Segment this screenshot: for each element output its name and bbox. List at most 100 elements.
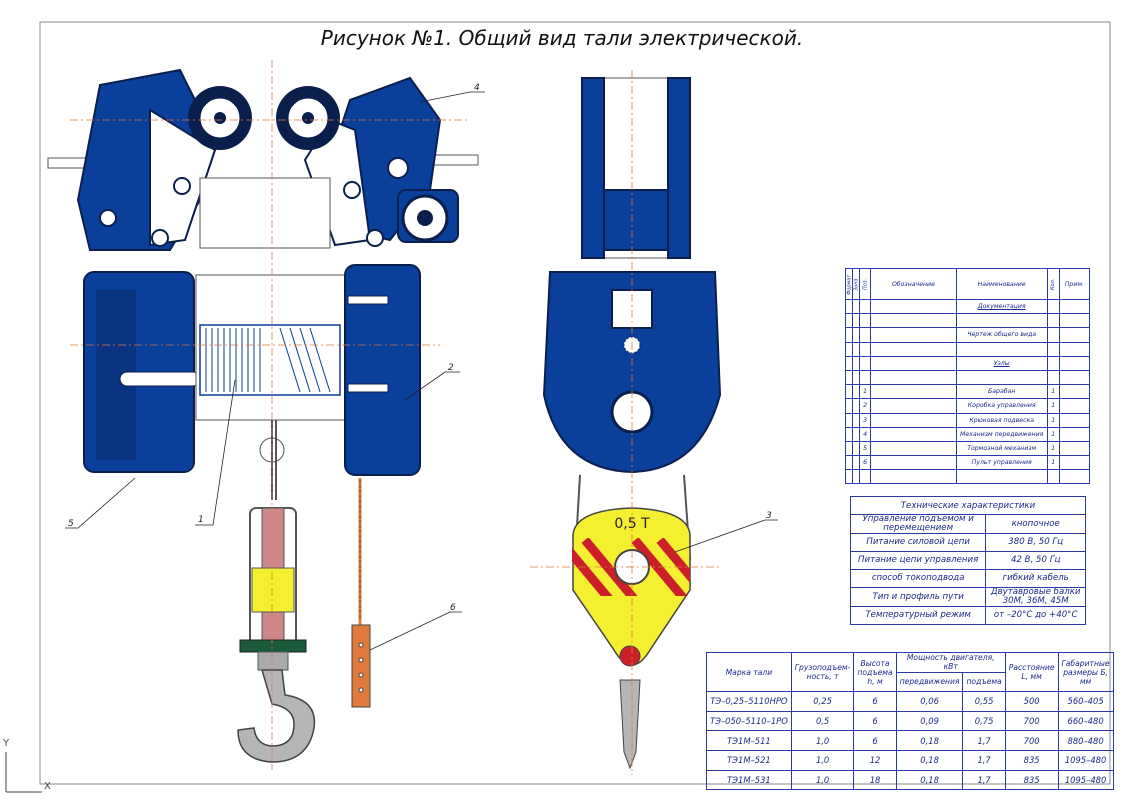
spec-cell-name bbox=[955, 341, 1048, 357]
side-motor bbox=[603, 189, 669, 251]
callout-1: 1 bbox=[198, 515, 204, 525]
spec-cell-qty: 1 bbox=[1046, 426, 1060, 442]
model-cell: 1,7 bbox=[962, 730, 1006, 751]
model-table: Марка тали Грузоподъем-ность, т Высота п… bbox=[706, 651, 1114, 791]
tech-table: Технические характеристики Управление по… bbox=[849, 496, 1086, 625]
side-hook bbox=[619, 679, 641, 770]
model-cell: 1,0 bbox=[790, 749, 855, 771]
pendant-control bbox=[351, 624, 371, 708]
spec-cell-qty bbox=[1046, 341, 1060, 357]
model-cell: 0,06 bbox=[895, 691, 964, 712]
tech-value: кнопочное bbox=[985, 514, 1086, 534]
hook bbox=[237, 669, 316, 763]
spec-cell-qty bbox=[1046, 469, 1060, 485]
tech-value: от –20°С до +40°С bbox=[985, 606, 1086, 625]
spec-cell-pos: 1 bbox=[859, 384, 872, 400]
model-cell: ТЭ1М–511 bbox=[706, 730, 792, 751]
spec-cell-pos bbox=[859, 355, 872, 371]
spec-cell-name: Пульт управления bbox=[955, 455, 1048, 471]
tech-param: Питание силовой цепи bbox=[849, 533, 987, 552]
spec-cell-name: Коробка управления bbox=[955, 398, 1048, 414]
coordinate-axes bbox=[5, 752, 42, 793]
model-cell: 1,0 bbox=[790, 730, 855, 751]
spec-cell-qty bbox=[1046, 327, 1060, 343]
spec-cell-pos bbox=[859, 313, 872, 329]
sheet-frame bbox=[39, 21, 1111, 785]
spec-cell-qty: 1 bbox=[1046, 440, 1060, 457]
model-cell: 0,18 bbox=[895, 749, 964, 771]
model-header-height: Высота подъема h, м bbox=[853, 651, 897, 693]
spec-cell-qty: 1 bbox=[1046, 384, 1060, 400]
model-cell: 1,7 bbox=[962, 769, 1006, 791]
model-header-distance: Расстояние L, мм bbox=[1004, 651, 1059, 693]
model-header-capacity: Грузоподъем-ность, т bbox=[790, 651, 855, 693]
spec-cell-name: Барабан bbox=[955, 384, 1048, 400]
model-cell: 18 bbox=[853, 769, 897, 791]
axis-y-label: Y bbox=[3, 738, 10, 749]
spec-cell-pos bbox=[859, 369, 872, 386]
spec-cell-pos bbox=[859, 327, 872, 343]
spec-cell-pos bbox=[859, 469, 872, 485]
spec-cell-name bbox=[955, 369, 1048, 386]
hook-block-guard bbox=[251, 567, 295, 613]
model-cell: ТЭ1М–531 bbox=[706, 769, 792, 791]
model-cell: 6 bbox=[853, 710, 897, 732]
model-cell: ТЭ–050–5110–1РО bbox=[706, 710, 792, 732]
model-cell: 700 bbox=[1004, 730, 1059, 751]
spec-cell-qty: 1 bbox=[1046, 398, 1060, 414]
callout-6: 6 bbox=[450, 603, 456, 613]
control-box bbox=[344, 264, 421, 476]
spec-cell-name: Узлы bbox=[955, 355, 1048, 371]
callout-3: 3 bbox=[766, 511, 772, 521]
model-header-dimensions: Габаритные размеры Б, мм bbox=[1057, 651, 1114, 693]
tech-value: гибкий кабель bbox=[985, 569, 1086, 588]
callout-5: 5 bbox=[68, 519, 74, 529]
tech-value: 380 В, 50 Гц bbox=[985, 533, 1086, 552]
spec-row: Документация bbox=[844, 298, 1091, 315]
spec-row: Чертеж общего вида bbox=[844, 327, 1091, 343]
axis-x-label: X bbox=[44, 781, 51, 792]
model-cell: ТЭ1М–521 bbox=[706, 749, 792, 771]
tech-param: Температурный режим bbox=[849, 606, 987, 625]
model-cell: 700 bbox=[1004, 710, 1059, 732]
spec-cell-name: Тормозной механизм bbox=[955, 440, 1048, 457]
spec-cell-pos: 3 bbox=[859, 412, 872, 428]
model-cell: 0,18 bbox=[895, 769, 964, 791]
model-cell: 6 bbox=[853, 691, 897, 712]
model-cell: 0,75 bbox=[962, 710, 1006, 732]
model-header-power: Мощность двигателя, кВт bbox=[895, 652, 1006, 673]
spec-cell-pos: 2 bbox=[859, 398, 872, 414]
spec-cell-qty bbox=[1046, 355, 1060, 371]
spec-cell-name bbox=[955, 469, 1048, 485]
spec-cell-name: Чертеж общего вида bbox=[955, 327, 1048, 343]
spec-header-zone: Зона bbox=[852, 268, 860, 300]
model-cell: 0,5 bbox=[790, 710, 855, 732]
spec-cell-name: Документация bbox=[955, 298, 1048, 315]
callout-4: 4 bbox=[474, 83, 480, 93]
spec-row bbox=[844, 369, 1091, 386]
spec-cell-qty bbox=[1046, 369, 1060, 386]
tech-value: Двутавровые балки 30М, 36М, 45М bbox=[985, 587, 1086, 607]
model-cell: 6 bbox=[853, 730, 897, 751]
spec-cell-qty bbox=[1046, 313, 1060, 329]
tech-param: Управление подъемом и перемещением bbox=[849, 514, 987, 534]
model-header-power-travel: передвижения bbox=[895, 671, 964, 693]
drum bbox=[199, 324, 341, 396]
model-cell: 1095–480 bbox=[1057, 769, 1114, 791]
spec-row bbox=[844, 469, 1091, 485]
model-cell: 835 bbox=[1004, 769, 1059, 791]
model-cell: 0,25 bbox=[790, 691, 855, 712]
model-cell: 835 bbox=[1004, 749, 1059, 771]
model-cell: 0,18 bbox=[895, 730, 964, 751]
